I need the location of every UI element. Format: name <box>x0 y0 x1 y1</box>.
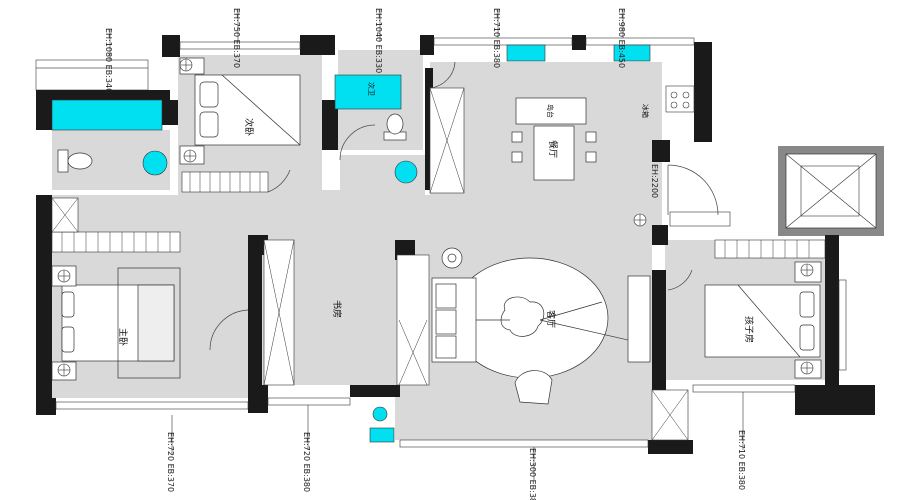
wall-right-bottom <box>652 270 666 390</box>
toilet-left <box>57 149 93 173</box>
bathtub <box>51 99 163 131</box>
kitchen-sink-2 <box>613 44 651 62</box>
label-fridge: 冰箱 <box>641 104 650 118</box>
wall-bottom-l2 <box>350 385 400 397</box>
dim-top-3: EH:710 EB:380 <box>492 8 501 68</box>
wall-study-left <box>248 255 262 385</box>
stove <box>665 85 695 113</box>
dim-door: EH:2200 <box>650 164 659 198</box>
light-6 <box>800 361 814 375</box>
window-right-kids <box>838 279 847 371</box>
light-1 <box>183 149 197 163</box>
wall-top-3 <box>420 35 434 55</box>
toilet-secondary <box>383 113 407 141</box>
washer <box>369 427 395 443</box>
door-bath <box>339 124 376 161</box>
dim-bottom-4: EH:710 EB:380 <box>737 430 746 490</box>
wall-left-bath <box>36 90 170 100</box>
label-secondary-bedroom: 次卧 <box>243 118 255 136</box>
walls <box>36 35 875 454</box>
island-counter <box>515 97 587 125</box>
dim-top-4: EH:980 EB:450 <box>617 8 626 68</box>
wall-bottom-left <box>36 398 56 415</box>
light-2 <box>179 58 193 72</box>
dining-table <box>533 125 575 181</box>
light-markers <box>57 58 814 377</box>
kitchen-sink-1 <box>506 44 546 62</box>
wall-bath-post <box>162 100 178 125</box>
exterior-windows <box>55 37 847 448</box>
window-bottom-study <box>267 397 351 406</box>
door-entry <box>667 164 719 216</box>
dimension-leaders <box>109 10 744 480</box>
dim-bottom-3: EH:300 EB:380 <box>528 448 537 500</box>
wall-kids-left-door <box>652 140 670 162</box>
light-4 <box>57 363 71 377</box>
door-master <box>209 309 249 351</box>
armchair <box>514 370 553 405</box>
wall-kids-bottom <box>795 385 875 415</box>
dim-top-1: EH:750 EB:370 <box>232 8 241 68</box>
wardrobe-master <box>51 231 181 253</box>
wall-right-mid <box>652 225 668 245</box>
tv-cabinet <box>627 275 651 363</box>
bed-kids <box>704 261 822 379</box>
wall-bottom-mid <box>248 385 268 413</box>
door-swings <box>209 61 719 351</box>
window-top-secondary-bedroom <box>179 41 301 50</box>
light-7 <box>633 213 647 227</box>
wall-right-top <box>694 42 712 142</box>
wardrobe-secondary <box>181 171 269 193</box>
wall-top-1 <box>162 35 180 57</box>
wall-bottom-r <box>648 440 693 454</box>
label-study: 书房 <box>331 300 343 318</box>
light-3 <box>57 269 71 283</box>
wardrobe-kids <box>714 239 826 259</box>
toilets <box>57 113 407 173</box>
window-bottom-master <box>55 401 249 410</box>
light-5 <box>800 263 814 277</box>
label-island: 岛台 <box>546 104 555 118</box>
window-bottom-living <box>399 439 649 448</box>
wall-bath-right <box>425 68 433 190</box>
shoe-cabinet <box>669 211 731 227</box>
bath-basin <box>394 160 418 184</box>
fixtures <box>51 44 651 443</box>
dim-top-2: EH:1040 EB:330 <box>374 8 383 73</box>
door-secondary <box>267 169 291 193</box>
window-bottom-kids <box>692 384 796 393</box>
left-bath-basin <box>142 150 168 176</box>
dim-bottom-1: EH:720 EB:370 <box>166 432 175 492</box>
dining-set <box>511 97 597 181</box>
label-living-room: 客厅 <box>545 310 557 328</box>
hanger-lines <box>51 87 810 441</box>
shaft <box>778 146 884 236</box>
left-balcony <box>35 59 149 91</box>
dim-left-1: EH:1080 EB:340 <box>104 28 113 93</box>
label-dining-room: 餐厅 <box>547 140 559 158</box>
coffee-table <box>500 296 545 337</box>
living-cabinet <box>396 254 430 386</box>
bath-vanity <box>334 74 402 110</box>
door-kids <box>667 269 693 291</box>
balcony-basin <box>372 406 388 422</box>
wall-top-2 <box>300 35 335 55</box>
label-bathroom: 次卫 <box>367 82 376 96</box>
living-furniture <box>431 247 651 405</box>
wall-right-kids <box>825 235 839 385</box>
door-kitchen <box>429 61 456 89</box>
label-kids-room: 孩子房 <box>743 316 755 343</box>
label-master-bedroom: 主卧 <box>117 328 129 346</box>
wall-bath2-l <box>322 100 338 150</box>
dim-bottom-2: EH:720 EB:380 <box>302 432 311 492</box>
window-top-dining <box>433 37 573 46</box>
wall-top-4 <box>572 35 586 50</box>
wall-left <box>36 195 52 415</box>
balcony-frame <box>35 59 149 91</box>
wall-study-top <box>248 235 268 255</box>
window-top-kitchen <box>585 37 695 46</box>
